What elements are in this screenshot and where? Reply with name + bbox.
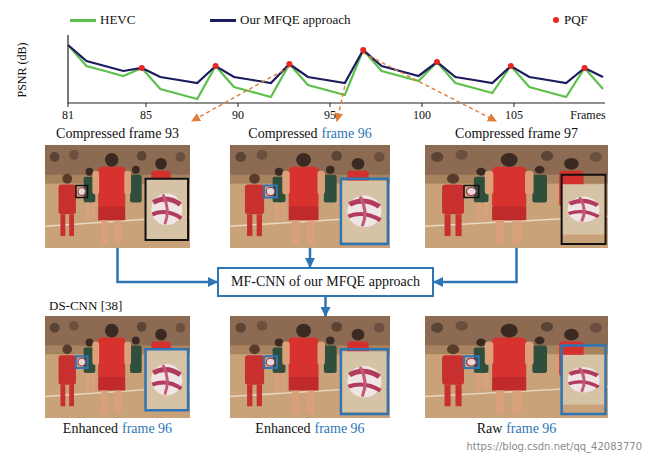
pointer-arrow	[192, 67, 289, 121]
tick-label: 105	[505, 108, 523, 122]
caption: Rawframe 96	[477, 421, 557, 437]
frame-panel: Compressed frame 97	[425, 145, 608, 248]
tick-label: 81	[62, 108, 74, 122]
caption: Enhanced frame 96	[255, 421, 364, 437]
caption-text: Raw	[477, 421, 503, 436]
frame-image	[425, 316, 608, 418]
frame-image	[45, 145, 190, 248]
caption-text: frame 96	[122, 421, 172, 436]
box-label: MF-CNN of our MFQE approach	[231, 274, 420, 289]
caption: Compressed frame 93	[56, 126, 179, 142]
figure-use	[45, 316, 190, 418]
frame-image	[425, 145, 608, 248]
figure-rect	[264, 356, 277, 368]
figure-use	[230, 316, 390, 418]
pqf-dot	[434, 59, 440, 65]
figure-rect	[146, 179, 189, 240]
legend-text: PQF	[564, 12, 588, 27]
pqf-dot	[139, 65, 145, 71]
caption: Compressed frame 97	[455, 126, 578, 142]
psnr-chart	[68, 35, 605, 121]
figure-rect	[562, 345, 606, 414]
tick-label: 85	[140, 108, 152, 122]
pointer-arrow	[337, 86, 345, 121]
frame-image	[230, 316, 390, 418]
frame-image	[230, 145, 390, 248]
legend-text: Our MFQE approach	[240, 12, 350, 27]
figure-rect	[146, 349, 189, 410]
caption-text: Enhanced	[63, 421, 118, 436]
figure-use	[425, 316, 608, 418]
frame-panel: Compressed frame 93	[45, 145, 190, 248]
caption-text: Compressed frame 93	[56, 126, 179, 141]
chart-axes	[68, 35, 605, 103]
flow-arrow	[118, 248, 218, 282]
pqf-dot	[582, 65, 588, 71]
caption-text: Compressed frame 97	[455, 126, 578, 141]
pqf-dot	[508, 63, 514, 69]
flow-arrow	[434, 248, 517, 282]
process-box: MF-CNN of our MFQE approach	[217, 267, 434, 297]
flow-arrow	[309, 248, 312, 267]
pqf-dot	[360, 47, 366, 53]
pqf-dot	[286, 61, 292, 67]
caption: Enhanced frame 96	[63, 421, 172, 437]
figure-rect	[76, 186, 88, 198]
pointer-arrow	[363, 53, 496, 121]
figure-rect	[464, 356, 479, 368]
caption-text: frame 96	[506, 421, 556, 436]
axis-ticks	[68, 103, 514, 107]
legend-swatch	[553, 17, 559, 23]
figure-rect	[562, 175, 606, 244]
tick-label: 95	[324, 108, 336, 122]
figure-use	[146, 179, 189, 240]
figure-rect	[341, 349, 388, 414]
caption-text: frame 96	[314, 421, 364, 436]
frame-panel: Rawframe 96	[425, 316, 608, 418]
figure-use	[146, 349, 189, 410]
axis-title: PSNR (dB)	[15, 42, 29, 97]
caption-text: frame 96	[321, 126, 371, 141]
watermark: https://blog.csdn.net/qq_42083770	[466, 440, 642, 454]
figure-use	[341, 351, 388, 412]
caption-text: Enhanced	[255, 421, 310, 436]
pqf-dot	[213, 63, 219, 69]
figure-rect	[76, 356, 88, 368]
frame-panel: Compressedframe 96	[230, 145, 390, 248]
caption-text: Compressed	[248, 126, 317, 141]
figure-use	[45, 145, 190, 248]
figure-use	[425, 145, 608, 248]
frame-panel: Enhancedframe 96DS-CNN [38]	[45, 316, 190, 418]
figure-rect	[341, 179, 388, 244]
caption: Compressed frame 96	[248, 126, 371, 142]
legend-line-sample	[210, 19, 236, 22]
flow-arrow	[324, 297, 327, 316]
legend-text: HEVC	[100, 12, 135, 27]
figure-use	[562, 184, 606, 234]
hevc-line	[68, 45, 603, 99]
tick-label: 90	[232, 108, 244, 122]
panel-heading: DS-CNN [38]	[49, 298, 122, 314]
frame-panel: Enhancedframe 96	[230, 316, 390, 418]
mfqe-line	[68, 45, 603, 83]
figure-rect	[264, 186, 277, 198]
figure-use	[341, 181, 388, 242]
frame-image	[45, 316, 190, 418]
chart-lines	[68, 45, 603, 121]
figure-use	[562, 355, 606, 405]
figure-use	[230, 145, 390, 248]
figure-rect	[464, 186, 479, 198]
tick-label: Frames	[570, 108, 605, 122]
tick-label: 100	[413, 108, 431, 122]
legend-line-sample	[70, 19, 96, 22]
